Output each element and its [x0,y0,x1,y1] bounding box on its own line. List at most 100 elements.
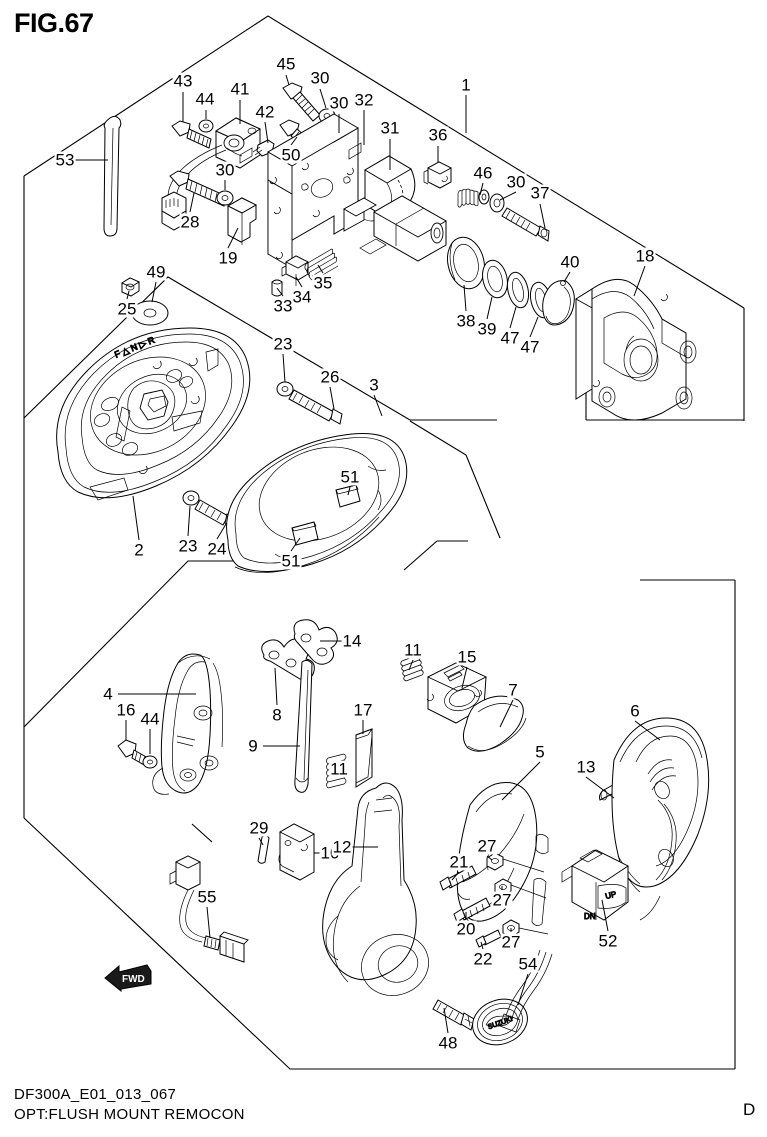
part-47-oring-a [506,271,530,309]
callout-37: 37 [529,183,551,203]
part-17-plate [355,728,373,788]
callout-49: 49 [145,262,167,282]
callout-44: 44 [139,709,161,729]
callout-17: 17 [352,700,374,720]
part-54-emblem: SUZUKI [472,998,528,1046]
callout-45: 45 [275,54,297,74]
callout-19: 19 [217,248,239,268]
part-43-bolt [171,120,212,149]
callout-27: 27 [500,932,522,952]
callout-15: 15 [456,647,478,667]
switch-dn-label: DN [584,912,596,921]
part-41-switch-block [214,117,262,169]
part-48-screw [432,999,475,1031]
callout-33: 33 [272,296,294,316]
part-12-lever-body [322,782,429,996]
callout-51: 51 [280,551,302,571]
sheet-letter: D [743,1100,756,1119]
part-9-rod [294,659,313,793]
part-39-ring [482,259,508,299]
callout-28: 28 [179,212,201,232]
callout-52: 52 [597,931,619,951]
callout-12: 12 [331,837,353,857]
figure-code: DF300A_E01_013_067 [14,1086,177,1103]
part-3-upper-cover [226,432,408,573]
part-49-washer [131,300,169,326]
callout-7: 7 [507,680,519,700]
part-25-nut [121,277,140,297]
part-23-washer-a [276,381,294,397]
part-30-washer-d [489,193,505,213]
part-40-snap-ring [542,280,575,326]
callout-43: 43 [172,71,194,91]
part-23-washer-b [182,490,200,506]
callout-16: 16 [115,700,137,720]
callout-18: 18 [634,246,656,266]
callout-41: 41 [229,79,251,99]
part-22-screw [475,929,502,948]
callout-20: 20 [455,919,477,939]
callout-26: 26 [319,367,341,387]
callout-30: 30 [505,172,527,192]
part-53-rod [103,115,122,237]
callout-23: 23 [272,334,294,354]
callout-27: 27 [476,836,498,856]
part-10-bracket [278,823,315,881]
callout-40: 40 [559,252,581,272]
page-title: FIG.67 [14,8,94,38]
figure-description: OPT:FLUSH MOUNT REMOCON [14,1106,245,1123]
callout-47: 47 [499,328,521,348]
callout-21: 21 [448,852,470,872]
callout-2: 2 [133,540,145,560]
callout-24: 24 [206,539,228,559]
part-26-screw [288,389,343,425]
callout-38: 38 [455,311,477,331]
part-44-washer [198,119,214,133]
callout-32: 32 [353,90,375,110]
callout-30: 30 [214,160,236,180]
callout-23: 23 [177,536,199,556]
fwd-label: FWD [122,974,145,985]
part-6-outer-cover [611,717,710,921]
callout-5: 5 [534,742,546,762]
callout-46: 46 [472,163,494,183]
callout-53: 53 [54,150,76,170]
callout-34: 34 [291,287,313,307]
switch-up-label: UP [604,890,617,901]
part-36-connector [423,161,452,189]
part-37-screw [501,207,550,242]
callout-48: 48 [437,1033,459,1053]
part-28-screw [169,170,227,207]
callout-36: 36 [427,125,449,145]
part-21-screw [439,865,477,891]
callout-55: 55 [196,887,218,907]
callout-44: 44 [194,89,216,109]
callout-35: 35 [312,273,334,293]
callout-39: 39 [476,319,498,339]
callout-31: 31 [379,118,401,138]
part-55-harness [169,855,249,963]
part-44-washer-b [142,755,158,769]
part-52-trim-switch: UP DN [561,849,629,922]
callout-8: 8 [271,705,283,725]
part-20-screw [453,897,491,923]
callout-25: 25 [116,299,138,319]
callout-11: 11 [403,640,423,660]
part-32-mount-plate [267,113,362,269]
callout-13: 13 [575,757,597,777]
part-4-lever-arm [152,653,224,795]
part-19-bracket [226,197,258,245]
callout-1: 1 [460,75,472,95]
callout-47: 47 [519,337,541,357]
callout-42: 42 [254,102,276,122]
callout-11: 11 [329,759,349,779]
callout-51: 51 [339,467,361,487]
part-38-seal [447,236,485,290]
callout-30: 30 [309,68,331,88]
fwd-orientation-marker: FWD [104,964,152,992]
part-46-spring [457,188,479,208]
part-35-spring [304,248,339,281]
part-14-bracket [293,619,338,665]
part-30-washer-a [216,190,234,206]
callout-9: 9 [247,736,259,756]
